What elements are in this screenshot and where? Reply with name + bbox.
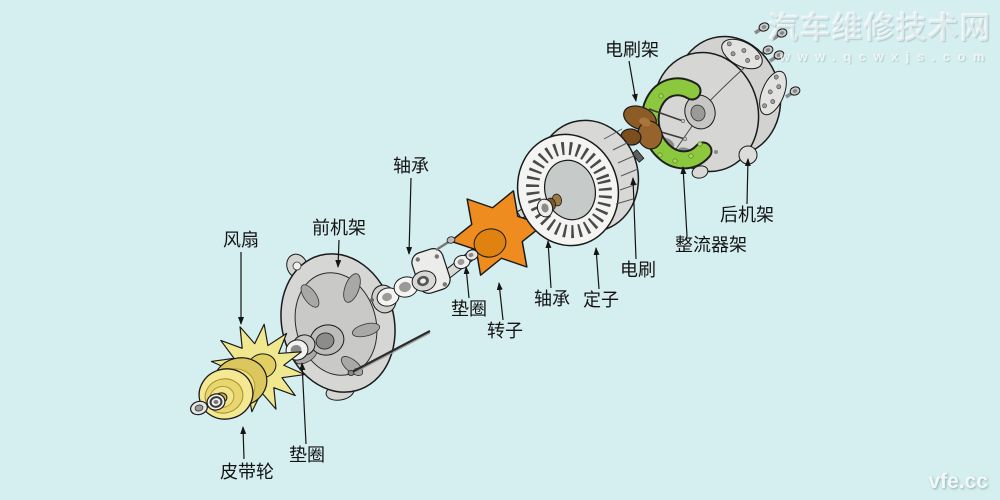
leader-bearing-rear [545, 240, 552, 289]
leader-brush-holder [628, 60, 638, 102]
leader-lines [238, 60, 751, 460]
label-washer-front: 垫圈 [289, 445, 325, 465]
label-pulley: 皮带轮 [220, 462, 274, 482]
leader-pulley [240, 426, 247, 460]
housing-screws [754, 22, 801, 99]
leader-rotor [496, 282, 504, 321]
label-rear-bracket: 后机架 [720, 205, 774, 225]
leader-rear-bracket [744, 158, 751, 205]
label-washer-mid: 垫圈 [451, 299, 487, 319]
nut-part [190, 393, 226, 416]
label-brush: 电刷 [620, 260, 656, 280]
label-stator: 定子 [583, 290, 619, 310]
label-bearing-rear: 轴承 [534, 289, 570, 309]
retainer-plate-part [411, 248, 451, 294]
label-rotor: 转子 [487, 321, 523, 341]
leader-front-bracket [335, 239, 342, 268]
leader-stator [593, 247, 600, 290]
label-brush-holder: 电刷架 [605, 40, 659, 60]
rear-bracket-side-ear [759, 70, 787, 116]
leader-washer-mid [463, 266, 470, 299]
brush-holder-part [620, 105, 688, 150]
stator-part [516, 119, 640, 247]
leader-washer-front [299, 362, 307, 445]
mount-screw-part [435, 236, 456, 252]
front-bracket-part [280, 253, 397, 401]
leader-rectifier [680, 166, 688, 237]
bearing-front-part [376, 236, 456, 307]
label-bearing-front: 轴承 [393, 156, 429, 176]
through-bolt-part [347, 330, 431, 376]
leader-brush [630, 177, 637, 260]
label-fan: 风扇 [223, 230, 259, 250]
part-labels: 电刷架 风扇 前机架 轴承 垫圈 转子 轴承 定子 电刷 整流器架 后机架 皮带… [220, 40, 774, 482]
rear-bracket-top-ear [721, 38, 763, 70]
leader-bearing-front [406, 177, 413, 255]
label-front-bracket: 前机架 [312, 218, 366, 238]
label-rectifier-frame: 整流器架 [675, 235, 747, 255]
washer-mid-part [453, 249, 479, 270]
watermark-logo: vfe.cc [928, 470, 988, 493]
slip-rings-part [536, 193, 563, 218]
